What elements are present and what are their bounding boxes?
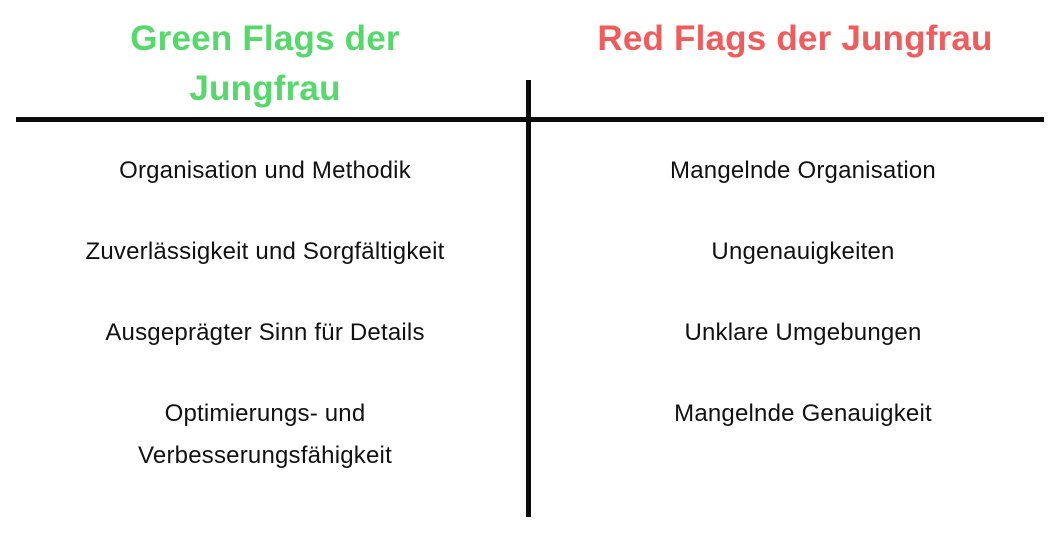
red-flag-item: Ungenauigkeiten xyxy=(711,238,895,265)
vertical-divider xyxy=(526,80,531,517)
red-flag-item: Unklare Umgebungen xyxy=(684,319,922,346)
red-flags-list: Mangelnde Organisation Ungenauigkeiten U… xyxy=(560,150,1046,474)
green-flag-item: Zuverlässigkeit und Sorgfältigkeit xyxy=(85,238,445,265)
red-flag-item: Mangelnde Genauigkeit xyxy=(674,400,932,427)
red-flags-heading: Red Flags der Jungfrau xyxy=(597,19,993,58)
green-flags-heading: Green Flags der Jungfrau xyxy=(130,19,400,108)
green-flag-item: Ausgeprägter Sinn für Details xyxy=(105,319,425,346)
red-flag-item: Mangelnde Organisation xyxy=(670,157,936,184)
green-flag-item: Organisation und Methodik xyxy=(119,157,411,184)
green-flags-list: Organisation und Methodik Zuverlässigkei… xyxy=(30,150,500,516)
green-flag-item: Optimierungs- und Verbesserungsfähigkeit xyxy=(138,400,392,469)
